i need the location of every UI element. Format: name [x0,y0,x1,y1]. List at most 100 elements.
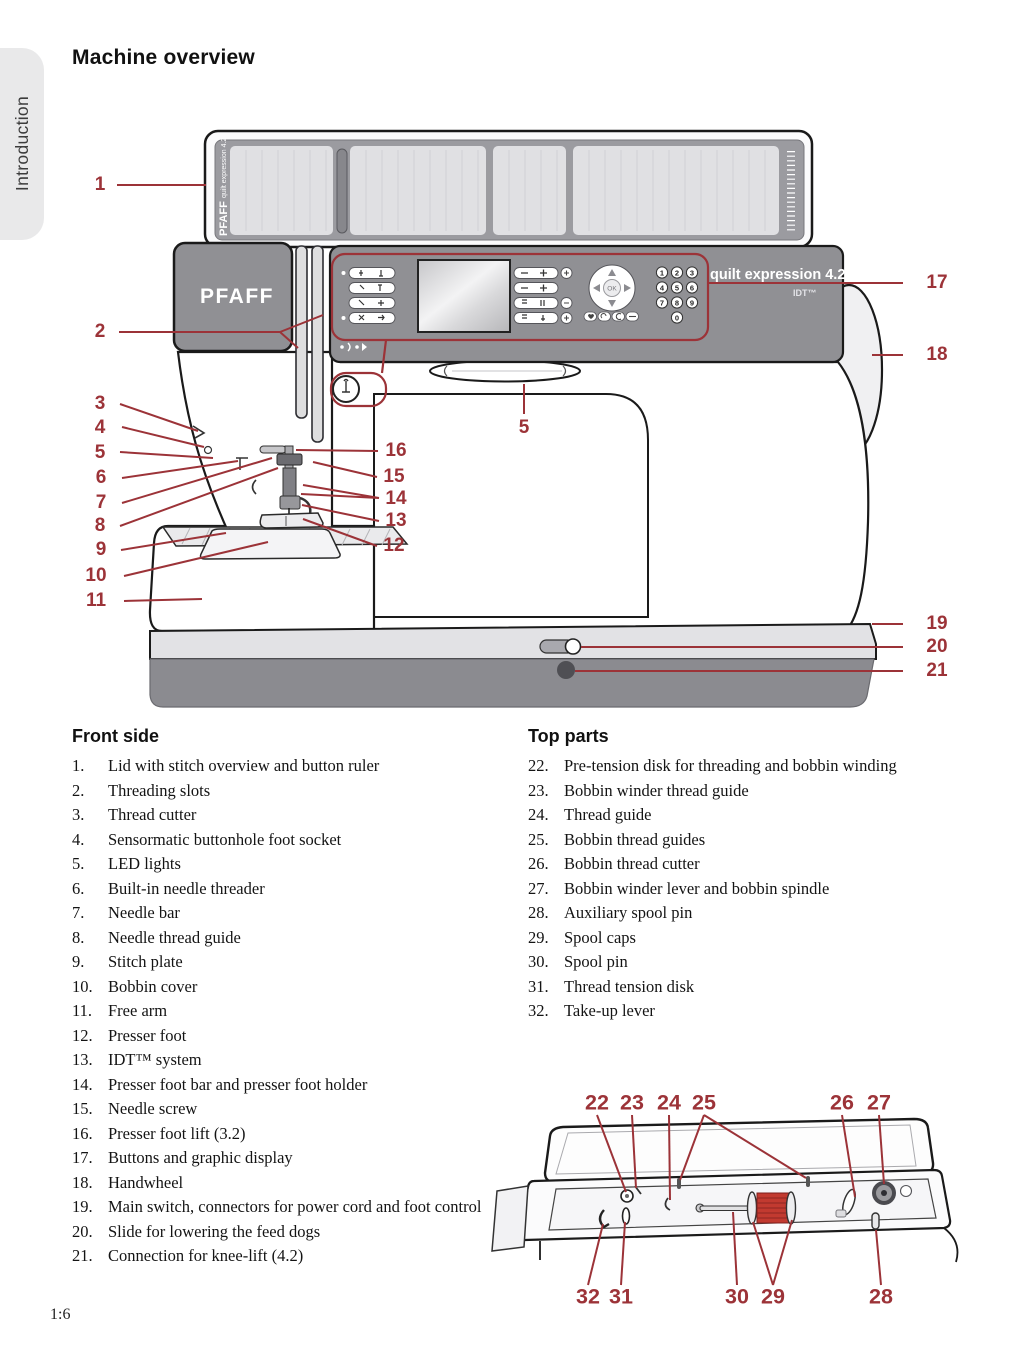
list-item: 4. Sensormatic buttonhole foot socket [72,828,502,853]
list-item: 7. Needle bar [72,901,502,926]
keypad-digit: 9 [690,299,694,308]
list-item-text: Bobbin cover [108,976,198,996]
list-item-number: 29. [528,927,549,947]
list-item: 23. Bobbin winder thread guide [528,779,958,804]
list-item-number: 23. [528,780,549,800]
list-item: 14. Presser foot bar and presser foot ho… [72,1073,502,1098]
callout-31: 31 [609,1284,633,1309]
list-item-number: 32. [528,1001,549,1020]
keypad-digit: 0 [675,314,679,323]
ok-button-label: OK [607,286,617,293]
front-machine-diagram: PFAFF quilt expression 4.2 [117,129,903,708]
callout-5: 5 [94,442,106,463]
callout-11: 11 [85,590,107,611]
list-item-number: 27. [528,878,549,898]
list-item-text: Free arm [108,1001,168,1020]
needle-screw [276,453,303,466]
list-item-number: 26. [528,854,549,873]
list-item-text: Stitch plate [108,952,183,971]
callout-25: 25 [692,1090,716,1115]
spool-pin [699,1205,753,1212]
top-parts-heading: Top parts [528,726,609,746]
keypad-digit: 4 [660,284,665,293]
list-item: 1. Lid with stitch overview and button r… [72,754,502,779]
list-item: 6. Built-in needle threader [72,877,502,902]
list-item-text: Handwheel [108,1172,184,1192]
list-item-text: Spool pin [564,952,628,971]
list-item: 26. Bobbin thread cutter [528,852,958,877]
list-item-text: Slide for lowering the feed dogs [108,1221,321,1241]
machine-lid: PFAFF quilt expression 4.2 [203,129,814,249]
front-side-list: Front side 1. Lid with stitch overview a… [72,726,502,1269]
list-item: 25. Bobbin thread guides [528,828,958,853]
list-item-text: Presser foot bar and presser foot holder [108,1074,368,1094]
button-ruler [782,146,799,236]
list-item-number: 12. [72,1025,93,1045]
list-item-number: 4. [72,829,85,849]
list-item-number: 6. [72,878,85,898]
callout-17: 17 [926,272,948,293]
panel-model-text: quilt expression 4.2 [710,267,845,283]
list-item-number: 9. [72,952,85,971]
clear-icon [615,312,622,321]
base-plate [149,622,877,660]
list-item-text: Built-in needle threader [108,878,265,898]
list-item-text: Presser foot [108,1025,187,1045]
list-item-number: 17. [72,1148,93,1167]
callout-15: 15 [383,466,405,487]
list-item-number: 20. [72,1221,93,1241]
top-parts-list: Top parts 22. Pre-tension disk for threa… [528,726,958,1024]
list-item-number: 16. [72,1123,93,1143]
list-item: 28. Auxiliary spool pin [528,901,958,926]
list-item-number: 28. [528,903,549,922]
list-item-text: Bobbin thread cutter [564,854,700,873]
heart-icon [588,314,594,319]
callout-2: 2 [94,321,106,342]
thread-tension-disk [621,1207,631,1225]
top-view-parts [598,1176,913,1230]
list-item-number: 13. [72,1050,93,1069]
reload-icon [600,313,607,319]
setting-buttons [513,267,573,324]
callout-24: 24 [657,1090,681,1115]
list-item-text: Bobbin thread guides [564,829,706,849]
keypad-digit: 1 [660,269,664,278]
list-item-number: 25. [528,829,549,849]
list-item-number: 31. [528,976,549,996]
ok-button [603,279,621,297]
list-item: 2. Threading slots [72,779,502,804]
knee-lift-connection [557,661,575,679]
list-item-number: 15. [72,1099,93,1118]
thread-guide [664,1197,671,1211]
list-item: 17. Buttons and graphic display [72,1146,502,1171]
list-item-text: Presser foot lift (3.2) [108,1123,246,1143]
list-item: 16. Presser foot lift (3.2) [72,1122,502,1147]
front-side-items: 1. Lid with stitch overview and button r… [72,754,502,1269]
list-item: 10. Bobbin cover [72,975,502,1000]
list-item: 8. Needle thread guide [72,926,502,951]
led-lights [429,359,581,383]
callout-26: 26 [830,1090,854,1115]
callout-12: 12 [383,535,405,556]
callout-32: 32 [576,1284,600,1309]
callout-3: 3 [94,393,106,414]
list-item: 31. Thread tension disk [528,975,958,1000]
buttonhole-foot-socket [203,445,213,455]
list-item: 24. Thread guide [528,803,958,828]
presser-foot-lift-button [332,375,360,403]
page-number: 1:6 [50,1306,71,1323]
list-item: 19. Main switch, connectors for power co… [72,1195,502,1220]
stitch-function-buttons [341,267,396,324]
list-item-text: Take-up lever [564,1001,655,1020]
callout-7: 7 [95,492,107,513]
callout-5b: 5 [518,417,530,438]
list-item-text: IDT™ system [108,1050,202,1069]
list-item-text: Thread tension disk [564,976,695,996]
list-item-text: Needle bar [108,903,180,922]
sewing-area-opening [373,393,649,618]
function-buttons [583,311,639,322]
list-item: 18. Handwheel [72,1171,502,1196]
keypad-digit: 3 [690,269,694,278]
